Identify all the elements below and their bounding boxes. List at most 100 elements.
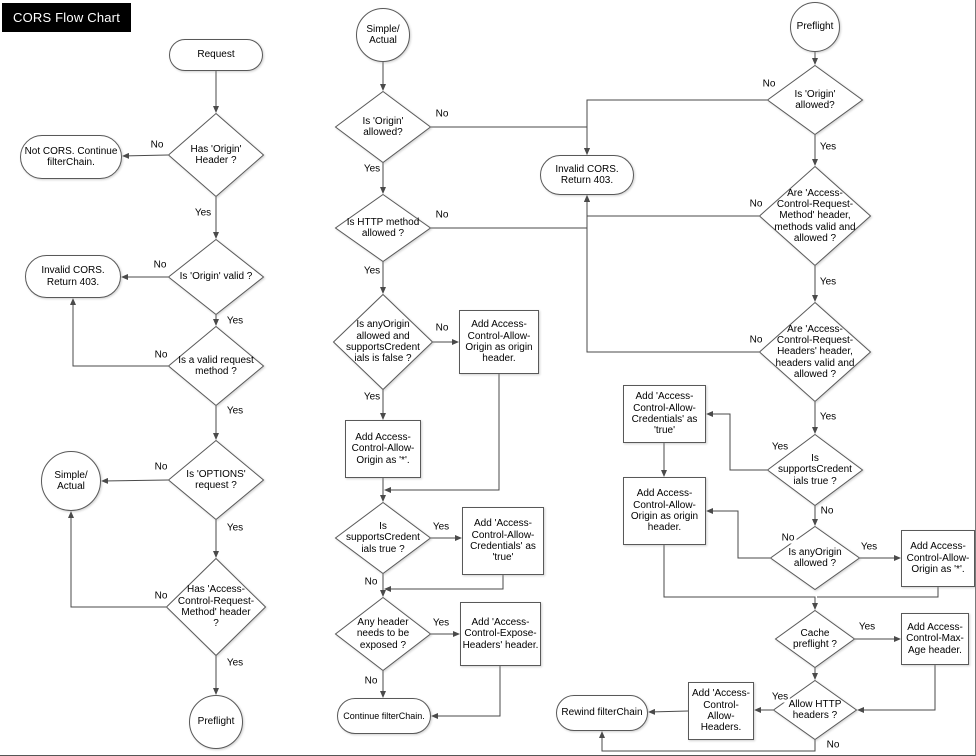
add-acac-true-mid-shape (462, 507, 544, 575)
node-add-acac-true-right: Add 'Access- Control-Allow- Credentials'… (623, 385, 706, 443)
node-http-method-allowed: Is HTTP method allowed ? (334, 193, 432, 263)
edge-label-has-origin-header-yes: Yes (192, 207, 214, 219)
node-allow-http-headers: Allow HTTP headers ? (772, 679, 858, 741)
node-preflight-left-label: Preflight (197, 716, 235, 728)
node-add-acac-true-mid-label: Add 'Access- Control-Allow- Credentials'… (470, 518, 536, 564)
node-preflight-right: Preflight (790, 2, 840, 52)
edge-label-is-options-request-no: No (152, 461, 170, 473)
node-origin-allowed-mid-label: Is 'Origin' allowed? (362, 115, 404, 138)
origin-allowed-right-shape (766, 64, 864, 136)
edge-label-allow-http-headers-yes: Yes (769, 691, 791, 703)
node-any-header-exposed: Any header needs to be exposed ? (334, 596, 432, 672)
node-has-origin-header: Has 'Origin' Header ? (167, 112, 265, 198)
edge-label-acrh-valid-no: No (747, 334, 765, 346)
edge-has-origin-header-to-not-cors (122, 152, 169, 159)
node-simple-actual-left-label: Simple/ Actual (54, 469, 88, 492)
node-has-acrm-header-label: Has 'Access- Control-Request- Method' he… (177, 584, 255, 630)
simple-actual-mid-shape (356, 8, 410, 62)
edge-label-supports-cred-right-no: No (818, 505, 836, 517)
node-origin-allowed-right: Is 'Origin' allowed? (766, 64, 864, 136)
add-aceh-shape (460, 602, 541, 666)
edge-label-is-options-request-yes: Yes (224, 522, 246, 534)
add-max-age-shape (901, 613, 969, 665)
is-options-request-shape (167, 439, 265, 521)
has-acrm-header-shape (165, 557, 267, 657)
node-add-acao-star-mid: Add Access- Control-Allow- Origin as '*'… (345, 420, 421, 478)
node-simple-actual-mid-label: Simple/ Actual (366, 23, 400, 46)
node-supports-cred-mid: Is supportsCredent ials true ? (334, 501, 432, 575)
node-request-label: Request (197, 49, 235, 61)
edge-label-origin-allowed-right-no: No (760, 78, 778, 90)
node-add-acah-label: Add 'Access- Control- Allow- Headers. (691, 688, 751, 734)
node-is-origin-valid-label: Is 'Origin' valid ? (179, 271, 253, 283)
node-add-max-age: Add Access- Control-Max- Age header. (901, 613, 969, 665)
node-anyorigin-supports-cred: Is anyOrigin allowed and supportsCredent… (332, 293, 434, 391)
node-invalid-cors-mid: Invalid CORS. Return 403. (540, 155, 634, 195)
node-preflight-left: Preflight (189, 695, 243, 749)
add-acao-origin-mid-shape (459, 310, 539, 374)
node-add-acac-true-mid: Add 'Access- Control-Allow- Credentials'… (462, 507, 544, 575)
edge-has-acrm-header-to-simple-actual-left (68, 511, 166, 608)
origin-allowed-mid-shape (334, 90, 432, 164)
node-anyorigin-supports-cred-label: Is anyOrigin allowed and supportsCredent… (346, 319, 420, 365)
edge-label-origin-allowed-mid-no: No (433, 108, 451, 120)
node-continue-filterchain-label: Continue filterChain. (343, 710, 425, 721)
node-supports-cred-right: Is supportsCredent ials true ? (766, 433, 864, 507)
node-acrm-valid-label: Are 'Access- Control-Request- Method' he… (774, 187, 856, 245)
edge-label-allow-http-headers-no: No (824, 739, 842, 751)
edge-acrm-valid-to-invalid-cors-mid (584, 195, 759, 217)
supports-cred-mid-shape (334, 501, 432, 575)
node-not-cors: Not CORS. Continue filterChain. (20, 135, 122, 179)
node-preflight-right-label: Preflight (796, 21, 834, 33)
invalid-cors-mid-shape (540, 155, 634, 195)
edge-label-anyorigin-allowed-no: No (779, 532, 797, 544)
node-origin-allowed-right-label: Is 'Origin' allowed? (794, 88, 836, 111)
node-add-aceh-label: Add 'Access- Control-Expose- Headers' he… (462, 616, 539, 651)
is-origin-valid-shape (167, 238, 265, 316)
edge-add-acao-origin-right-to-cache-preflight (663, 545, 818, 610)
edge-add-acao-origin-mid-to-main-flow-join-1 (384, 374, 500, 493)
edge-label-anyorigin-allowed-yes: Yes (858, 541, 880, 553)
edge-add-aceh-to-continue-filterchain (431, 666, 501, 719)
edge-label-anyorigin-supports-cred-yes: Yes (361, 391, 383, 403)
node-invalid-cors-left: Invalid CORS. Return 403. (25, 255, 121, 298)
rewind-filterchain-shape (556, 695, 648, 731)
node-is-origin-valid: Is 'Origin' valid ? (167, 238, 265, 316)
node-allow-http-headers-label: Allow HTTP headers ? (788, 698, 842, 721)
edge-label-has-acrm-header-yes: Yes (224, 657, 246, 669)
edge-label-is-origin-valid-yes: Yes (224, 315, 246, 327)
node-anyorigin-allowed-label: Is anyOrigin allowed ? (788, 546, 842, 569)
acrh-valid-shape (758, 301, 872, 403)
supports-cred-right-shape (766, 433, 864, 507)
node-simple-actual-mid: Simple/ Actual (356, 8, 410, 62)
node-has-origin-header-label: Has 'Origin' Header ? (190, 143, 242, 166)
edge-label-http-method-allowed-no: No (433, 209, 451, 221)
preflight-left-shape (189, 695, 243, 749)
node-rewind-filterchain-label: Rewind filterChain (561, 707, 643, 719)
node-is-options-request-label: Is 'OPTIONS' request ? (186, 468, 246, 491)
edge-label-is-origin-valid-no: No (151, 259, 169, 271)
add-acao-origin-right-shape (623, 477, 706, 545)
node-cache-preflight: Cache preflight ? (774, 609, 856, 669)
node-add-aceh: Add 'Access- Control-Expose- Headers' he… (460, 602, 541, 666)
node-add-acao-origin-mid-label: Add Access- Control-Allow- Origin as ori… (465, 319, 533, 365)
any-header-exposed-shape (334, 596, 432, 672)
http-method-allowed-shape (334, 193, 432, 263)
cache-preflight-shape (774, 609, 856, 669)
edge-add-acah-to-rewind-filterchain (648, 708, 689, 715)
node-add-max-age-label: Add Access- Control-Max- Age header. (906, 621, 964, 656)
valid-request-method-shape (167, 325, 265, 407)
edge-label-http-method-allowed-yes: Yes (361, 265, 383, 277)
edge-label-acrm-valid-no: No (747, 198, 765, 210)
preflight-right-shape (790, 2, 840, 52)
node-add-acah: Add 'Access- Control- Allow- Headers. (688, 682, 754, 740)
add-acac-true-right-shape (623, 385, 706, 443)
node-http-method-allowed-label: Is HTTP method allowed ? (346, 216, 420, 239)
node-supports-cred-mid-label: Is supportsCredent ials true ? (346, 520, 420, 555)
edge-add-max-age-to-allow-http-headers (857, 665, 936, 713)
node-add-acac-true-right-label: Add 'Access- Control-Allow- Credentials'… (631, 391, 698, 437)
edge-add-acao-star-right-to-main-flow-join-3 (817, 587, 939, 598)
edge-label-any-header-exposed-no: No (362, 675, 380, 687)
acrm-valid-shape (758, 165, 872, 267)
